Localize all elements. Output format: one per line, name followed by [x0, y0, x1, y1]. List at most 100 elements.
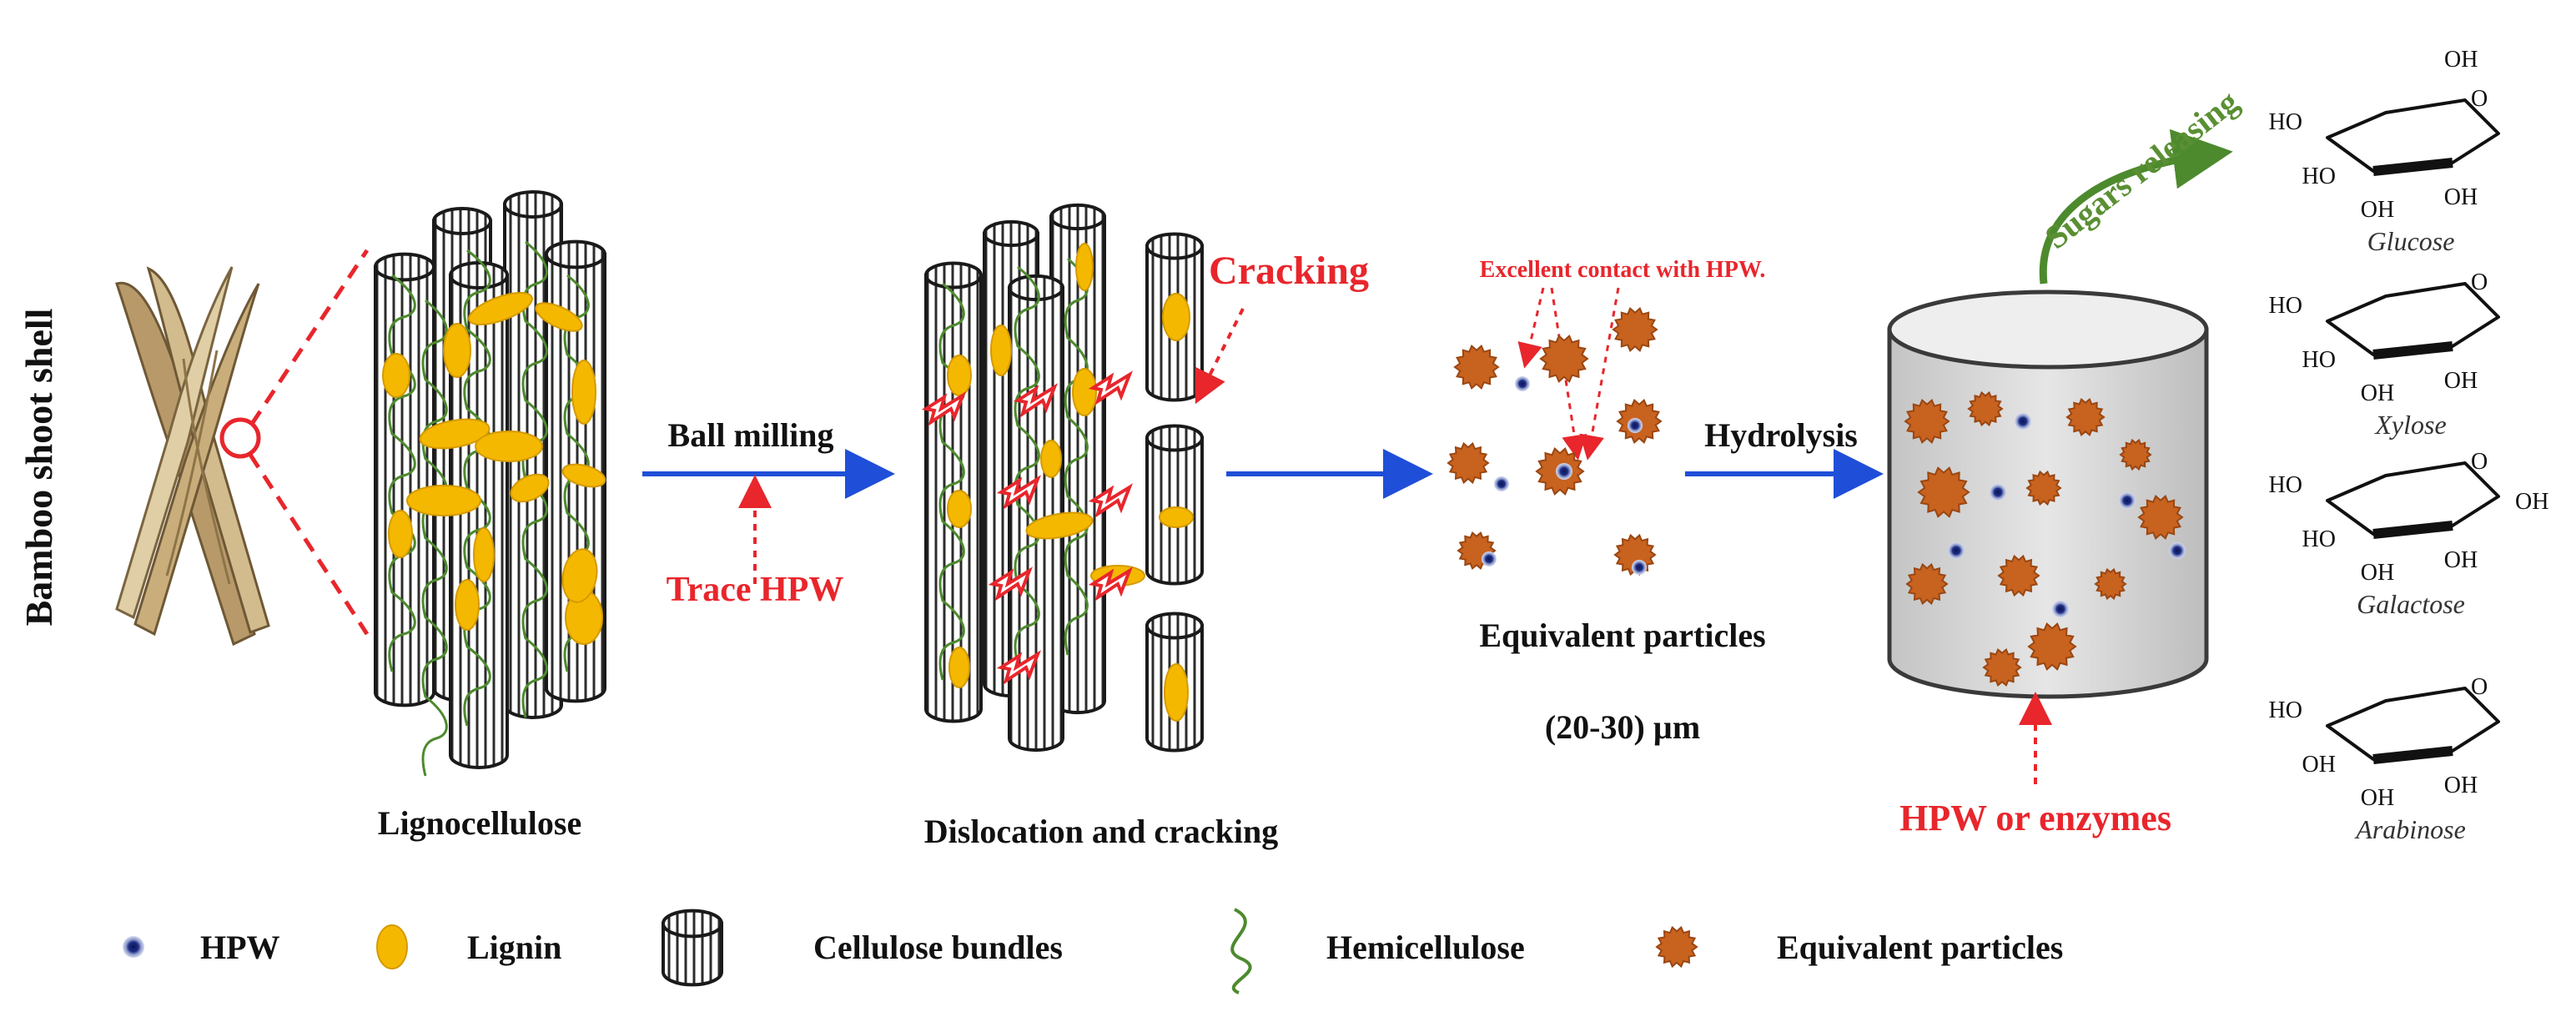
contact-arrow-1	[1517, 287, 1545, 369]
legend-label: HPW	[200, 929, 280, 966]
zoom-line-bottom	[248, 453, 370, 636]
lignin-blob	[406, 485, 481, 516]
vessel-particle-1	[1904, 399, 1950, 444]
lignin-blob	[1162, 293, 1190, 341]
hydroxyl-label: OH	[2444, 47, 2478, 73]
crack-bolt	[1088, 566, 1133, 602]
hpw-dot	[1628, 418, 1643, 433]
hemicellulose-strand	[1014, 265, 1040, 664]
lignin-blob	[571, 360, 596, 425]
vessel-particle-7	[2137, 495, 2184, 540]
vessel-particles	[1904, 390, 2186, 687]
step-label-trace-hpw: Trace HPW	[667, 571, 844, 609]
equivalent-particle-4	[1446, 441, 1490, 485]
hpw-dot	[1482, 551, 1497, 566]
legend-cellulose-icon	[662, 909, 723, 987]
hpw-dot	[1556, 463, 1572, 480]
hydroxyl-label: OH	[2361, 560, 2394, 586]
equivalent-particles-cluster	[1446, 307, 1663, 576]
crack-bolt	[1088, 370, 1133, 405]
vessel-particle-8	[1905, 562, 1949, 606]
lignin-blob	[948, 647, 970, 688]
hpw-dot	[2169, 542, 2186, 559]
crack-bolt	[1013, 383, 1058, 418]
cellulose-bundle-3	[374, 252, 435, 707]
vessel-particle-12	[2027, 622, 2077, 671]
crack-bolt	[996, 650, 1041, 685]
stage-label-particles: Equivalent particles	[1479, 617, 1765, 654]
ring-oxygen: O	[2471, 449, 2488, 475]
hpw-dot	[2052, 601, 2069, 617]
hydroxyl-label: OH	[2444, 773, 2478, 798]
legend-particle-icon	[1655, 925, 1698, 969]
stage-label-dislocation: Dislocation and cracking	[924, 813, 1278, 850]
stage-label-lignocellulose: Lignocellulose	[378, 804, 581, 842]
lignin-blob	[561, 463, 606, 488]
lignin-blob	[376, 924, 408, 969]
lignin-blob	[947, 490, 972, 528]
lignocellulose-bundle	[374, 190, 606, 777]
lignin-blob	[1025, 511, 1094, 540]
hydroxyl-label: OH	[2444, 184, 2478, 210]
lignin-blob	[475, 430, 543, 462]
lignin-blob	[990, 325, 1012, 376]
vessel-particle-3	[2065, 397, 2106, 437]
hydroxyl-label: HO	[2269, 109, 2302, 135]
lignin-blob	[1072, 368, 1097, 416]
vessel-particle-4	[1917, 466, 1970, 518]
step-label-cracking: Cracking	[1209, 249, 1369, 293]
vessel-particle-6	[2119, 438, 2152, 471]
hpw-dot	[123, 936, 144, 958]
step-label-hpw-enzymes: HPW or enzymes	[1899, 798, 2171, 838]
hydroxyl-label: OH	[2444, 547, 2478, 573]
step-label-contact: Excellent contact with HPW.	[1480, 257, 1766, 283]
equivalent-particle-2	[1539, 335, 1589, 383]
equivalent-particle-3	[1612, 307, 1658, 352]
stage-label-size: (20-30) µm	[1545, 708, 1700, 746]
ring-oxygen: O	[2471, 674, 2488, 700]
legend: HPW Lignin Cellulose bundles Hemicellulose E…	[123, 908, 2063, 994]
hpw-dot	[2015, 413, 2031, 430]
crack-bolt	[1088, 483, 1133, 518]
legend-label: Hemicellulose	[1326, 929, 1525, 966]
hpw-dot	[1632, 560, 1647, 575]
hemicellulose-strand	[421, 299, 448, 777]
lignin-blob	[468, 292, 533, 325]
vessel-particle-10	[2094, 567, 2127, 601]
hydroxyl-label: OH	[2361, 197, 2394, 223]
sugar-name: Xylose	[2373, 410, 2446, 440]
hydroxyl-label: OH	[2515, 489, 2548, 515]
vessel-particle-11	[1982, 647, 2022, 687]
sugar-name: Glucose	[2367, 226, 2455, 256]
crack-bolt	[996, 475, 1041, 510]
lignin-blob	[561, 548, 598, 603]
sugar-name: Galactose	[2357, 589, 2465, 619]
hpw-dot	[2119, 492, 2136, 509]
equivalent-particle-1	[1453, 345, 1500, 390]
hydroxyl-label: HO	[2302, 347, 2336, 373]
contact-arrow-3	[1579, 287, 1620, 461]
step-label-hydrolysis: Hydrolysis	[1704, 416, 1858, 454]
hydroxyl-label: OH	[2361, 785, 2394, 811]
legend-item-cellulose: Cellulose bundles	[662, 909, 1063, 987]
hydroxyl-label: OH	[2302, 752, 2336, 778]
legend-item-lignin: Lignin	[376, 924, 561, 969]
hemicellulose-strand	[388, 274, 416, 672]
legend-item-hemicellulose: Hemicellulose	[1230, 908, 1525, 994]
crack-bolt	[921, 391, 966, 426]
lignin-blob	[1164, 663, 1189, 722]
zoom-line-top	[249, 249, 370, 425]
hemicellulose-strand	[1064, 257, 1089, 656]
lignin-blob	[455, 579, 480, 631]
crack-bolt	[988, 566, 1033, 602]
step-label-sugars-releasing: Sugars releasing	[2038, 83, 2246, 256]
zoom-circle	[219, 417, 261, 459]
lignin-blob	[473, 527, 495, 582]
legend-hemicellulose-icon	[1230, 908, 1252, 994]
hydroxyl-label: HO	[2302, 164, 2336, 189]
legend-label: Equivalent particles	[1777, 929, 2063, 966]
